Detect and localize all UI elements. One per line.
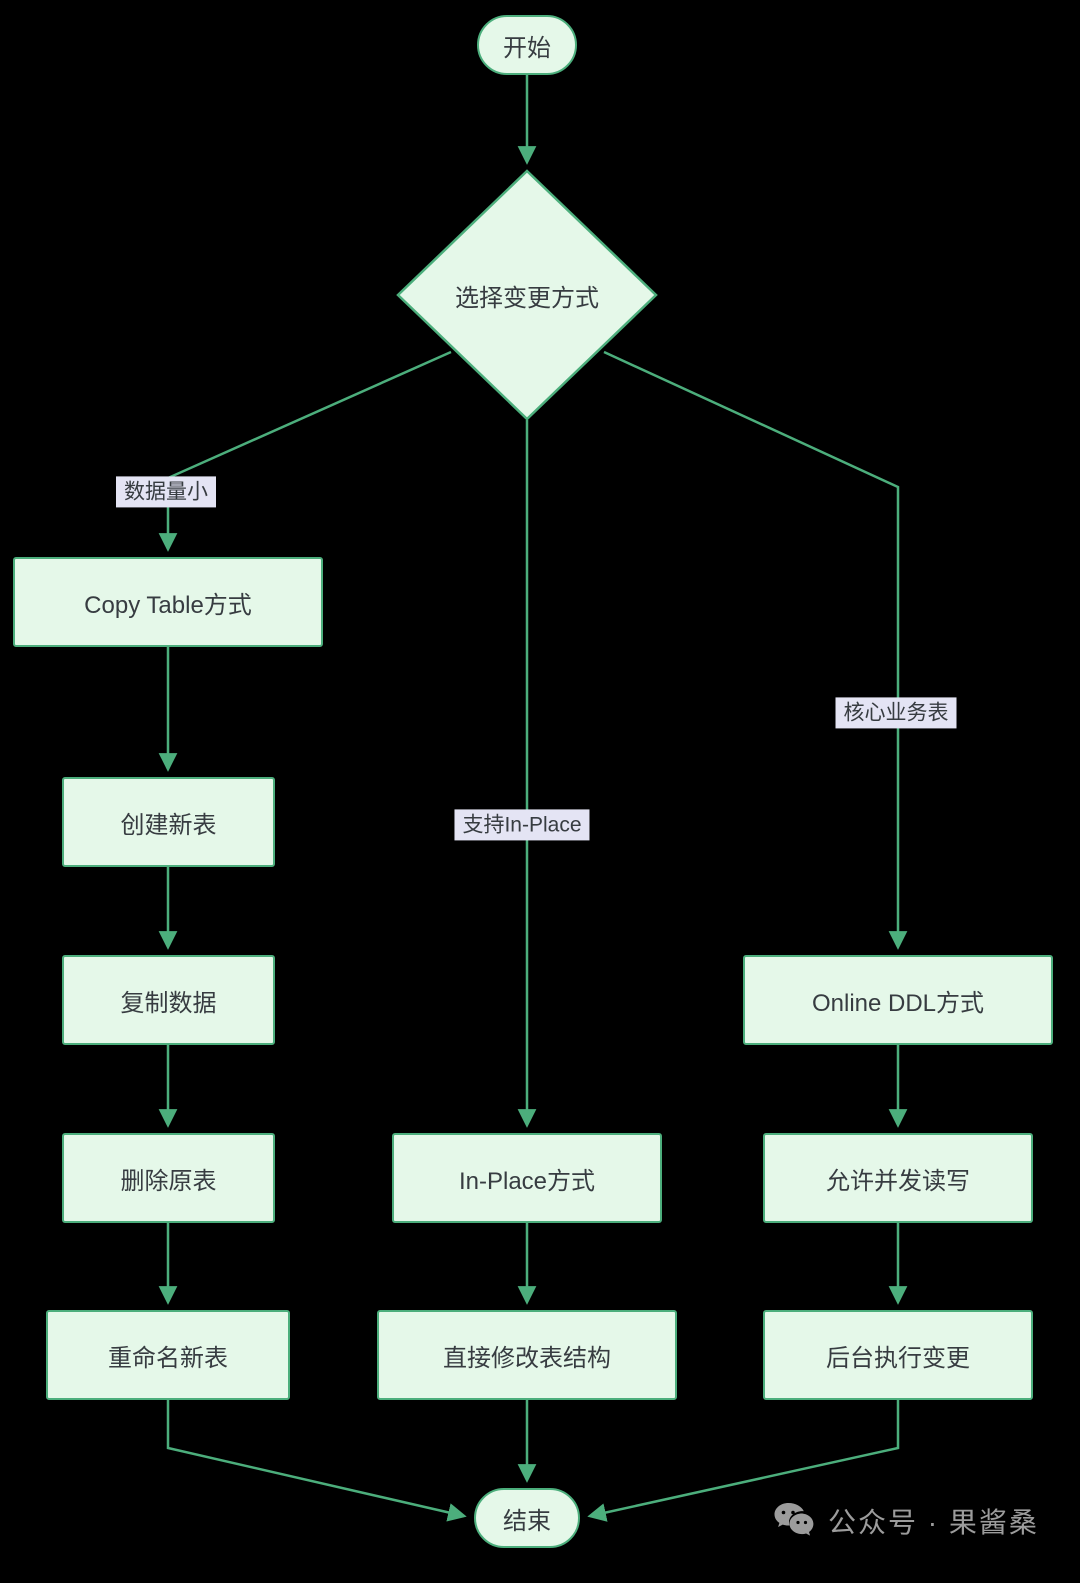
node-create-new-table: 创建新表: [62, 777, 275, 867]
node-copy-data: 复制数据: [62, 955, 275, 1045]
node-end: 结束: [474, 1488, 580, 1548]
node-start: 开始: [477, 15, 577, 75]
node-copy-table: Copy Table方式: [13, 557, 323, 647]
node-online-ddl: Online DDL方式: [743, 955, 1053, 1045]
edge-background-end: [587, 1400, 900, 1522]
watermark: 公众号 · 果酱桑: [772, 1500, 1039, 1542]
edge-decision-onlineddl: [603, 350, 908, 950]
edge-rename-end: [166, 1400, 467, 1522]
edge-label-support-inplace: 支持In-Place: [454, 809, 590, 841]
decision-diamond-shape: [396, 169, 658, 421]
node-concurrent-rw: 允许并发读写: [763, 1133, 1033, 1223]
edge-decision-copytable: [158, 350, 452, 552]
node-drop-original-table: 删除原表: [62, 1133, 275, 1223]
node-modify-structure: 直接修改表结构: [377, 1310, 677, 1400]
wechat-icon: [772, 1500, 818, 1542]
node-decision-label: 选择变更方式: [455, 284, 599, 312]
node-inplace: In-Place方式: [392, 1133, 662, 1223]
watermark-text: 公众号 · 果酱桑: [828, 1507, 1039, 1538]
node-rename-new-table: 重命名新表: [46, 1310, 290, 1400]
edge-label-small-data: 数据量小: [116, 476, 216, 508]
edge-label-core-business: 核心业务表: [835, 697, 957, 729]
node-background-change: 后台执行变更: [763, 1310, 1033, 1400]
